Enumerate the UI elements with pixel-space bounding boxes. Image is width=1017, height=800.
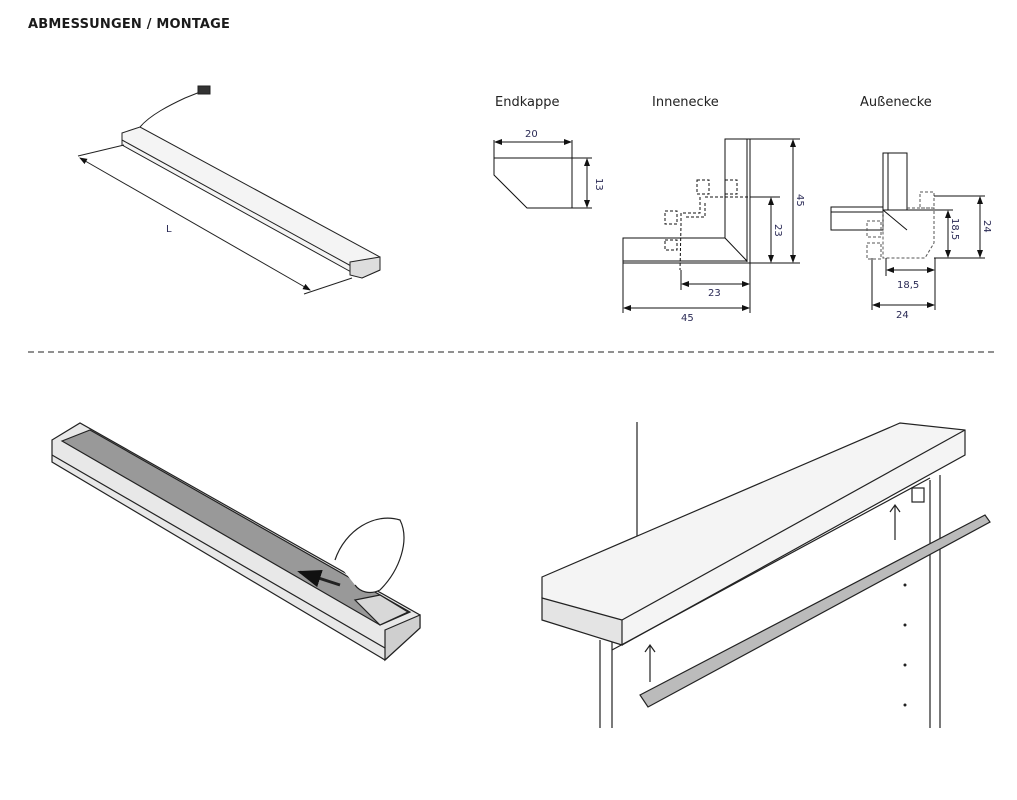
innenecke-inner-height: 23 xyxy=(772,224,783,237)
endkappe-height: 13 xyxy=(593,178,604,191)
page-title: ABMESSUNGEN / MONTAGE xyxy=(28,17,231,32)
cabinet-mounting-illustration xyxy=(541,422,991,728)
aussenecke-inner-width: 18,5 xyxy=(897,280,919,291)
aussenecke-inner-height: 18,5 xyxy=(949,218,960,240)
endkappe-drawing xyxy=(493,139,592,209)
innenecke-outer-height: 45 xyxy=(794,194,805,207)
tape-mounting-illustration xyxy=(51,422,421,662)
endkappe-label: Endkappe xyxy=(495,95,560,110)
innenecke-inner-width: 23 xyxy=(708,288,721,299)
profile-drawing xyxy=(77,85,381,295)
aussenecke-label: Außenecke xyxy=(860,95,932,110)
innenecke-label: Innenecke xyxy=(652,95,719,110)
endkappe-width: 20 xyxy=(525,129,538,140)
aussenecke-outer-width: 24 xyxy=(896,310,909,321)
innenecke-drawing xyxy=(622,138,800,313)
innenecke-outer-width: 45 xyxy=(681,313,694,324)
aussenecke-outer-height: 24 xyxy=(981,220,992,233)
length-label: L xyxy=(166,224,172,235)
aussenecke-drawing xyxy=(830,152,985,310)
